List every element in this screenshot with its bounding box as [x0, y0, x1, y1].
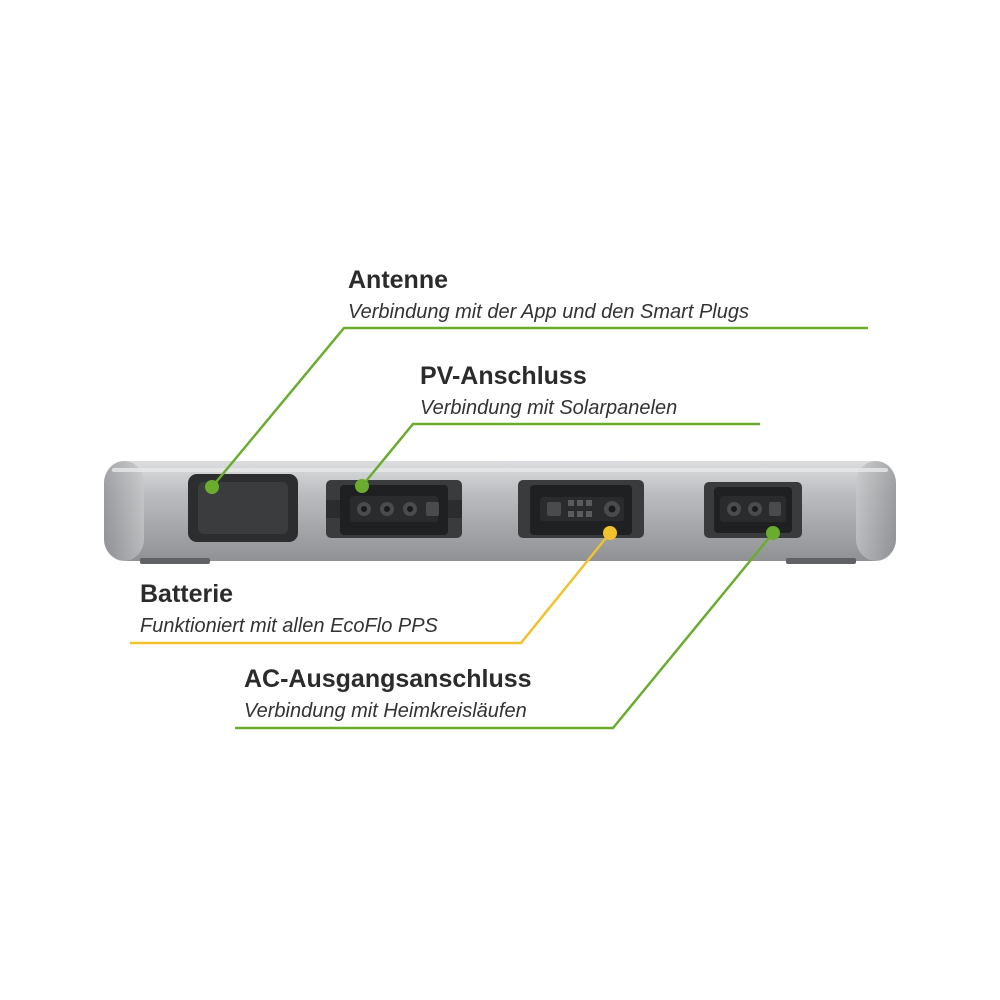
pv-connector [326, 480, 462, 538]
ac-subtitle: Verbindung mit Heimkreisläufen [244, 700, 527, 722]
batterie-title: Batterie [140, 580, 234, 608]
callout-line-ac [235, 526, 780, 730]
callout-line-batterie [130, 526, 617, 645]
battery-connector [518, 480, 644, 538]
batterie-subtitle: Funktioniert mit allen EcoFlo PPS [140, 615, 438, 637]
antenna-window [188, 474, 298, 542]
antenne-subtitle: Verbindung mit der App und den Smart Plu… [348, 301, 749, 323]
pv-title: PV-Anschluss [420, 362, 587, 390]
pv-subtitle: Verbindung mit Solarpanelen [420, 397, 678, 419]
antenne-title: Antenne [348, 266, 448, 294]
callout-line-antenne [205, 326, 868, 494]
callout-line-pv [355, 422, 760, 493]
device-body [104, 461, 896, 564]
ac-title: AC-Ausgangsanschluss [244, 665, 532, 693]
ac-output-connector [704, 482, 802, 538]
